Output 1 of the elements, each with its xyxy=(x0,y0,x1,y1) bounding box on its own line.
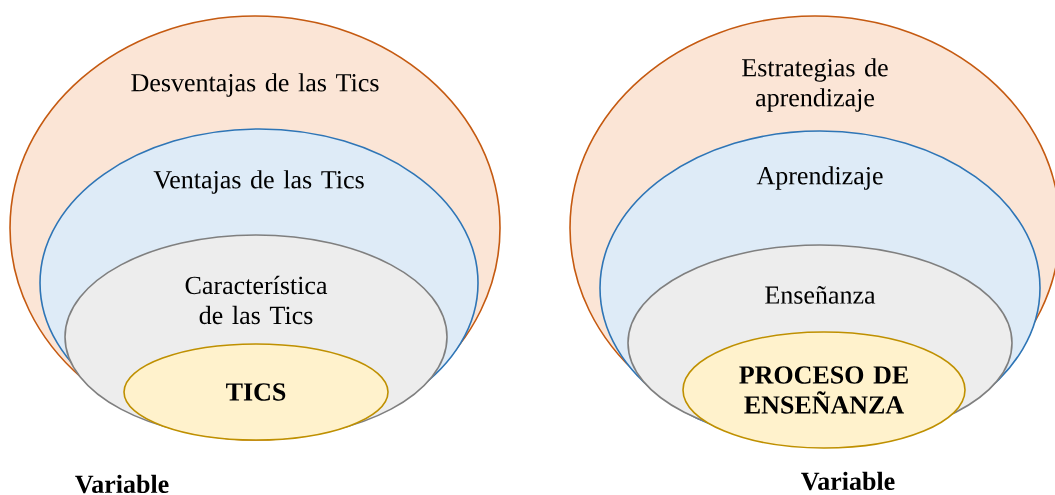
variable-label: Variable xyxy=(75,474,169,494)
